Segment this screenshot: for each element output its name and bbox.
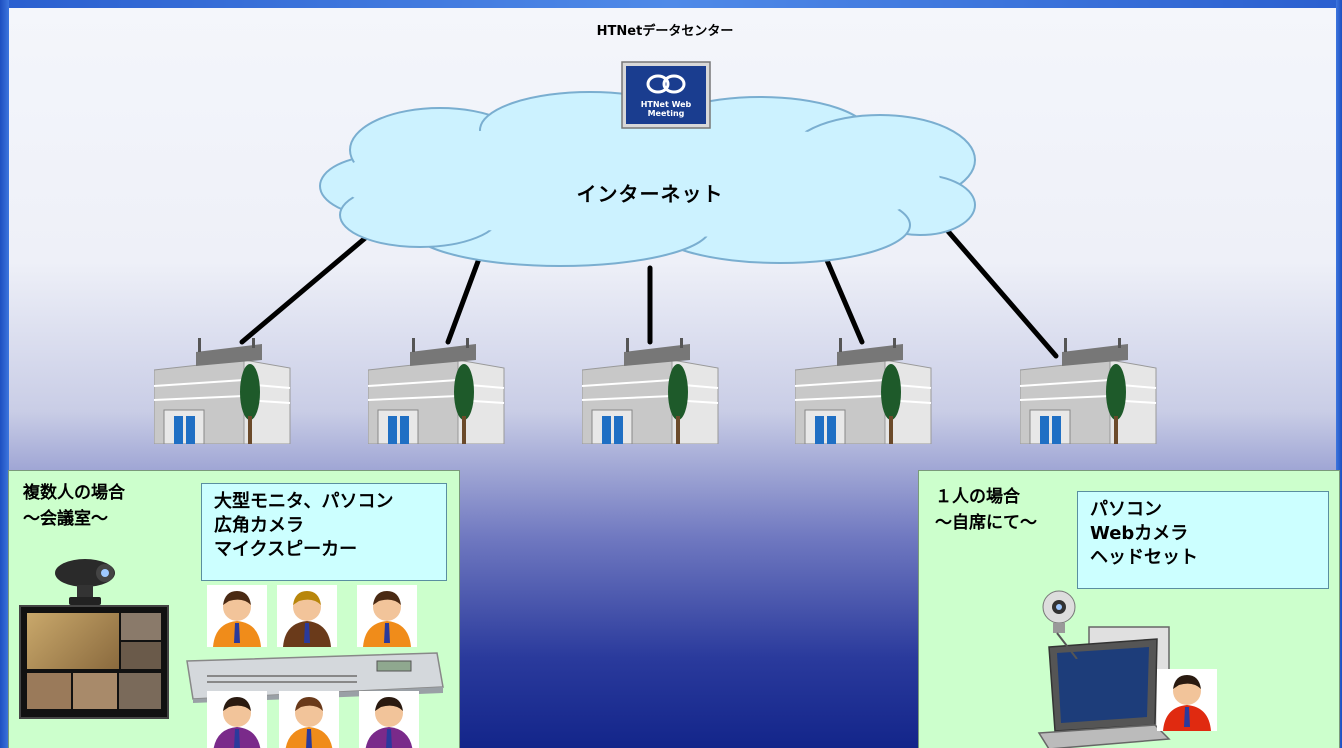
frame-top: [0, 0, 1342, 8]
wide-angle-camera-icon: [55, 559, 115, 605]
building-icon: [582, 338, 719, 444]
participant-icon: [277, 585, 337, 647]
single-equipment-box: パソコン Webカメラ ヘッドセット: [1077, 491, 1329, 589]
multi-equipment-item: 広角カメラ: [214, 515, 304, 536]
laptop-icon: [1037, 626, 1171, 748]
headset-user-icon: [1157, 669, 1217, 731]
multi-equipment-item: 大型モニタ、パソコン: [214, 491, 394, 512]
participant-icon: [357, 585, 417, 647]
large-monitor-icon: [19, 605, 169, 719]
multi-heading-line2: ～会議室～: [23, 509, 108, 529]
participant-icon: [359, 691, 419, 748]
multi-heading-line1: 複数人の場合: [23, 483, 125, 503]
link-line-2: [445, 253, 483, 345]
panel-single-person: １人の場合 ～自席にて～ パソコン Webカメラ ヘッドセット: [918, 470, 1340, 748]
building-icon: [795, 338, 932, 444]
single-equipment-item: パソコン: [1090, 499, 1162, 520]
frame-right: [1336, 0, 1342, 748]
panel-multi-person: 複数人の場合 ～会議室～ 大型モニタ、パソコン 広角カメラ マイクスピーカー: [8, 470, 460, 748]
server-logo-text: HTNet Web Meeting: [640, 100, 692, 118]
single-equipment-item: Webカメラ: [1090, 523, 1189, 544]
internet-label: インターネット: [576, 182, 724, 206]
building-icon: [1020, 338, 1157, 444]
single-heading-line2: ～自席にて～: [935, 513, 1037, 533]
link-line-1: [239, 231, 373, 345]
single-heading-line1: １人の場合: [935, 487, 1020, 507]
participant-icon: [207, 585, 267, 647]
building-icon: [154, 338, 291, 444]
link-line-5: [937, 219, 1059, 359]
frame-left: [0, 0, 9, 748]
datacenter-label: HTNetデータセンター: [596, 24, 734, 39]
participant-icon: [279, 691, 339, 748]
participant-icon: [207, 691, 267, 748]
single-equipment-item: ヘッドセット: [1090, 547, 1198, 568]
multi-equipment-item: マイクスピーカー: [214, 539, 358, 560]
web-camera-icon: [1042, 590, 1078, 659]
server-icon: [621, 61, 711, 129]
multi-equipment-box: 大型モニタ、パソコン 広角カメラ マイクスピーカー: [201, 483, 447, 581]
building-icon: [368, 338, 505, 444]
